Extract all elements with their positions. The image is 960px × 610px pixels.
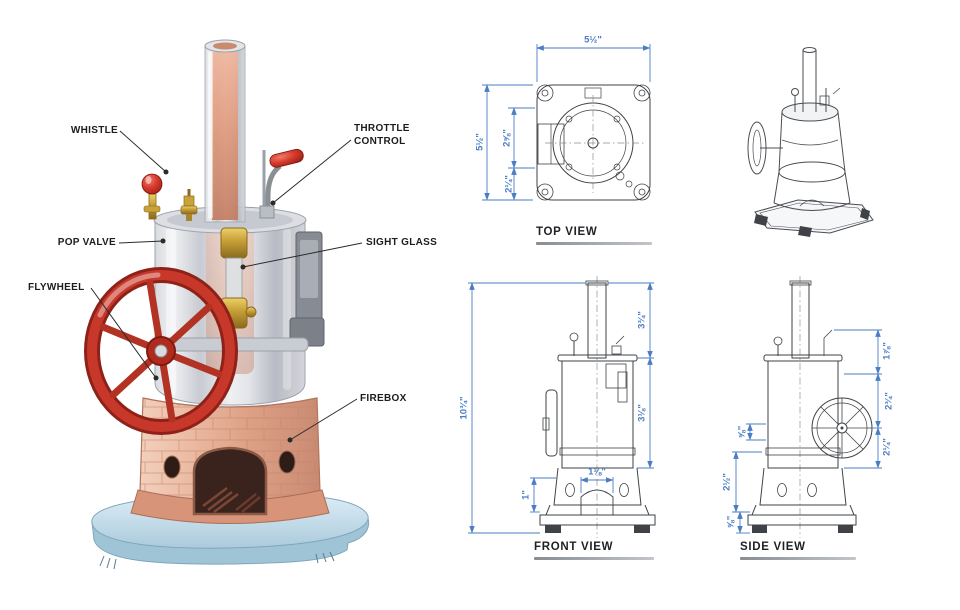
- dim-front-door: 1⅛": [588, 466, 606, 478]
- dim-side-foot: ⅝": [725, 515, 737, 529]
- whistle: [141, 173, 163, 220]
- front-view-underline: [534, 557, 654, 560]
- dim-side-lower: 2¼": [881, 438, 893, 456]
- chimney: [204, 39, 246, 223]
- callout-whistle: WHISTLE: [70, 125, 118, 136]
- top-view-drawing: [536, 84, 651, 201]
- dim-top-height: 5½": [474, 133, 486, 151]
- dim-top-lower: 2¼": [503, 175, 515, 193]
- dim-side-flywheel: 2¾": [883, 392, 895, 410]
- front-flywheel-edge: [545, 389, 558, 457]
- dimension-lines: [468, 44, 882, 534]
- pop-valve: [180, 189, 198, 221]
- firebox-vent-left: [163, 455, 181, 479]
- dim-front-mid: 3⅛": [636, 404, 648, 422]
- dim-front-total-height: 10¾": [458, 396, 470, 420]
- dim-front-base: 1": [520, 490, 532, 500]
- callout-throttle-control: THROTTLE CONTROL: [354, 123, 410, 147]
- callout-firebox: FIREBOX: [360, 393, 407, 404]
- side-view-title: SIDE VIEW: [740, 541, 806, 553]
- firebox-vent-right: [278, 450, 296, 474]
- isometric-view-drawing: [747, 47, 874, 237]
- top-view-title: TOP VIEW: [536, 226, 598, 238]
- dim-side-firebox: 2½": [721, 473, 733, 491]
- dim-top-inner: 2⅝": [501, 129, 513, 147]
- front-view-title: FRONT VIEW: [534, 541, 614, 553]
- dim-side-stack: 1⅞": [881, 342, 893, 360]
- callout-pop-valve: POP VALVE: [57, 237, 116, 248]
- engine-illustration: [84, 39, 370, 570]
- flywheel: [84, 267, 238, 435]
- dim-front-upper: 3¾": [636, 311, 648, 329]
- dim-side-hub: ⅝": [736, 425, 748, 439]
- side-view-drawing: [747, 276, 873, 538]
- throttle-control: [259, 148, 304, 219]
- dim-top-width: 5½": [584, 34, 602, 46]
- side-view-underline: [740, 557, 856, 560]
- firebox-door: [192, 446, 268, 516]
- front-view-drawing: [539, 276, 656, 538]
- side-flywheel: [811, 397, 873, 459]
- callout-flywheel: FLYWHEEL: [28, 282, 85, 293]
- top-view-underline: [536, 242, 652, 245]
- callout-leader-lines: [90, 130, 363, 443]
- callout-sight-glass: SIGHT GLASS: [366, 237, 438, 248]
- firebox: [130, 397, 330, 524]
- top-view-centerlines: [545, 95, 645, 193]
